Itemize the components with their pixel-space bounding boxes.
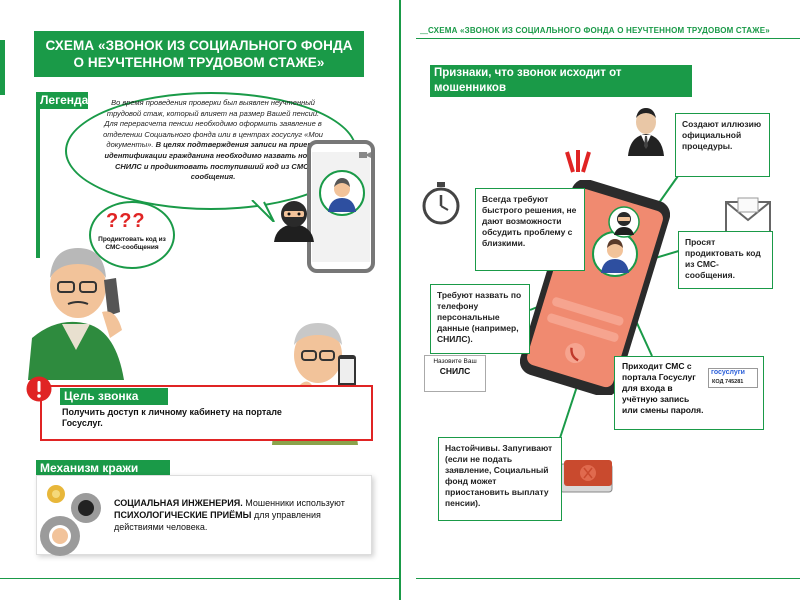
scammer-illustration-left [274,201,314,242]
legend-label: Легенда [36,92,88,109]
warning-icon [26,376,52,402]
gosuslugi-sms-text: Приходит СМС с портала Госуслуг для вход… [622,361,704,415]
caller-avatar-center-icon [592,231,638,277]
sign-illusion-box: Создают иллюзию официальной процедуры. [675,113,770,177]
goal-text: Получить доступ к личному кабинету на по… [62,407,282,428]
speech-bubble-tail [251,200,275,222]
sign-insist-box: Настойчивы. Запугивают (если не подать з… [438,437,562,521]
title-line-1: СХЕМА «ЗВОНОК ИЗ СОЦИАЛЬНОГО ФОНДА [45,38,353,53]
stopwatch-icon [422,182,460,225]
scammer-icon-center [608,206,640,238]
bottom-rule-right [416,578,800,579]
left-accent-strip [0,40,5,95]
envelope-icon [725,197,771,233]
question-marks: ??? [106,210,146,232]
gears-icon [40,485,101,556]
gosuslugi-code-text: КОД 745281 [712,379,744,385]
speech-bubble-text: Во время проведения проверки был выявлен… [100,98,326,183]
page-title: СХЕМА «ЗВОНОК ИЗ СОЦИАЛЬНОГО ФОНДА О НЕУ… [34,31,364,77]
mechanism-text-1: Мошенники используют [245,498,345,508]
mechanism-text: СОЦИАЛЬНАЯ ИНЖЕНЕРИЯ. Мошенники использу… [114,497,354,533]
legend-accent-line [36,108,40,258]
gosuslugi-badge [708,368,758,388]
gosuslugi-logo-text: госуслуги [711,369,745,376]
snils-speech-card [424,355,486,392]
goal-label: Цель звонка [60,388,168,405]
snils-card-text: Назовите Ваш СНИЛС [427,358,483,375]
elderly-man-on-phone-illustration [28,248,124,380]
mechanism-text-2: для управления действиями человека. [114,510,321,532]
speech-bubble-small [89,201,175,269]
signs-label: Признаки, что звонок исходит от мошенник… [430,65,692,97]
mechanism-bold-1: СОЦИАЛЬНАЯ ИНЖЕНЕРИЯ. [114,498,243,508]
businessman-icon [628,108,664,156]
header-marker: — [420,29,428,38]
speech-bubble-bold: В целях подтверждения записи на прием и … [104,140,322,182]
caller-avatar-icon [319,170,365,216]
right-header: СХЕМА «ЗВОНОК ИЗ СОЦИАЛЬНОГО ФОНДА О НЕУ… [428,26,770,35]
alert-marks-icon [565,150,591,173]
sign-personal-data-box: Требуют назвать по телефону персональные… [430,284,530,354]
sign-fast-decision-box: Всегда требуют быстрого решения, не дают… [475,188,585,271]
video-camera-icon [359,152,371,158]
sign-sms-code-box: Просят продиктовать код из СМС-сообщения… [678,231,773,289]
money-stack-icon [559,460,613,493]
title-line-2: О НЕУЧТЕННОМ ТРУДОВОМ СТАЖЕ» [73,55,325,70]
page-divider [399,0,401,600]
small-bubble-text: Продиктовать код из СМС-сообщения [98,236,166,251]
bottom-rule-left [0,578,399,579]
snils-small-text: Назовите Ваш [433,358,477,365]
speech-bubble-italic: Во время проведения проверки был выявлен… [103,98,323,150]
snils-big-text: СНИЛС [439,365,471,376]
mechanism-bold-2: ПСИХОЛОГИЧЕСКИЕ ПРИЁМЫ [114,510,252,520]
right-header-rule [416,38,800,39]
